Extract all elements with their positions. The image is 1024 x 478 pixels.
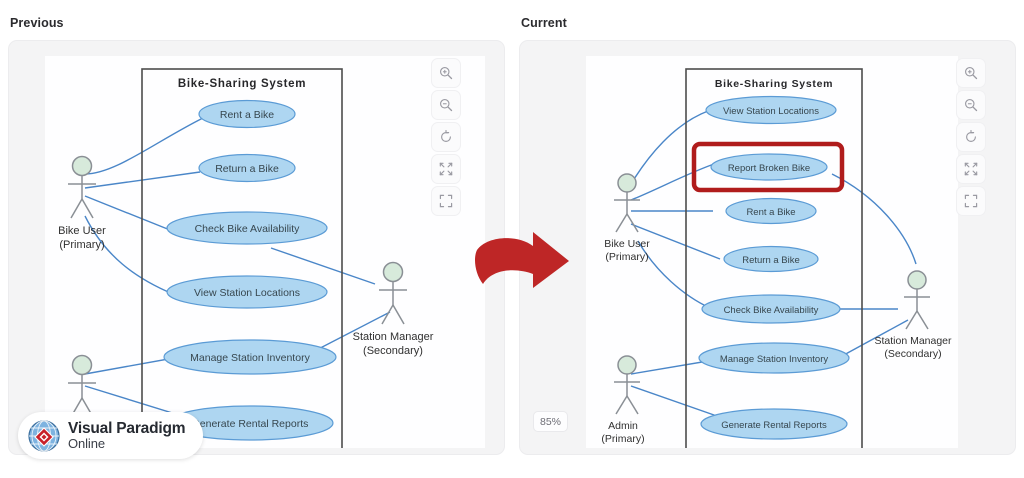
zoom-in-button[interactable] bbox=[956, 58, 986, 88]
use-case-view-station-locations: View Station Locations bbox=[705, 95, 837, 125]
zoom-out-button[interactable] bbox=[956, 90, 986, 120]
reset-button[interactable] bbox=[956, 122, 986, 152]
panel-label-previous: Previous bbox=[10, 16, 64, 30]
actor-station-manager[interactable] bbox=[904, 270, 930, 330]
assoc-bikeuser-check bbox=[637, 240, 711, 309]
diagram-toolbar-current bbox=[956, 58, 988, 216]
svg-text:Return a Bike: Return a Bike bbox=[215, 163, 279, 175]
svg-text:Rent a Bike: Rent a Bike bbox=[220, 109, 274, 121]
actor-label-station-manager: Station Manager bbox=[353, 331, 434, 343]
assoc-bikeuser-rent bbox=[84, 117, 204, 175]
use-case-check-bike-availability: Check Bike Availability bbox=[166, 211, 328, 245]
use-case-generate-rental-reports: Generate Rental Reports bbox=[700, 408, 848, 440]
actor-label-bike-user: Bike User bbox=[58, 225, 106, 237]
assoc-manage-stationmanager bbox=[841, 319, 909, 357]
fit-screen-button[interactable] bbox=[956, 154, 986, 184]
reset-icon bbox=[441, 130, 451, 142]
visual-paradigm-logo-icon bbox=[28, 419, 60, 452]
use-case-nodes[interactable]: Rent a Bike Return a Bike Check Bike Ava… bbox=[163, 99, 337, 441]
zoom-out-button[interactable] bbox=[431, 90, 461, 120]
panel-label-current: Current bbox=[521, 16, 567, 30]
panel-previous: Bike-Sharing System Rent a Bike Return a… bbox=[8, 40, 505, 455]
assoc-bikeuser-viewstation bbox=[84, 215, 174, 295]
actor-role-bike-user: (Primary) bbox=[605, 251, 648, 263]
use-case-generate-rental-reports: Generate Rental Reports bbox=[166, 405, 334, 441]
diagram-canvas-current[interactable]: Bike-Sharing System View Station Locatio… bbox=[586, 56, 958, 448]
svg-text:View Station Locations: View Station Locations bbox=[723, 106, 819, 117]
fit-screen-button[interactable] bbox=[431, 154, 461, 184]
assoc-bikeuser-check bbox=[84, 195, 176, 233]
uml-use-case-diagram-current: Bike-Sharing System View Station Locatio… bbox=[601, 68, 952, 448]
diagram-toolbar-previous bbox=[431, 58, 463, 216]
association-lines bbox=[630, 110, 917, 423]
use-case-rent-a-bike: Rent a Bike bbox=[725, 197, 817, 225]
svg-text:Generate Rental Reports: Generate Rental Reports bbox=[721, 420, 827, 431]
watermark-line-2: Online bbox=[68, 435, 105, 451]
zoom-in-icon bbox=[440, 67, 453, 80]
use-case-return-a-bike: Return a Bike bbox=[723, 245, 819, 273]
system-title: Bike-Sharing System bbox=[178, 78, 306, 90]
panel-current: Bike-Sharing System View Station Locatio… bbox=[519, 40, 1016, 455]
svg-text:Check Bike Availability: Check Bike Availability bbox=[195, 223, 301, 235]
svg-text:Report Broken Bike: Report Broken Bike bbox=[728, 163, 810, 174]
assoc-bikeuser-report bbox=[630, 163, 715, 201]
use-case-rent-a-bike: Rent a Bike bbox=[198, 99, 296, 129]
use-case-return-a-bike: Return a Bike bbox=[198, 153, 296, 183]
highlight-box-report-broken-bike bbox=[691, 141, 845, 193]
system-boundary-previous: Bike-Sharing System bbox=[141, 68, 343, 448]
actor-role-station-manager: (Secondary) bbox=[884, 348, 941, 360]
assoc-check-stationmanager bbox=[270, 247, 376, 285]
fit-screen-icon bbox=[439, 162, 453, 176]
actor-label-bike-user: Bike User bbox=[604, 238, 650, 250]
system-title: Bike-Sharing System bbox=[715, 78, 833, 90]
transition-arrow-icon bbox=[475, 232, 569, 288]
zoom-level-badge[interactable]: 85% bbox=[533, 411, 569, 432]
association-lines bbox=[84, 117, 391, 421]
use-case-check-bike-availability: Check Bike Availability bbox=[701, 294, 841, 324]
svg-text:Manage Station Inventory: Manage Station Inventory bbox=[190, 352, 310, 364]
svg-text:Return a Bike: Return a Bike bbox=[742, 255, 800, 266]
actor-label-station-manager: Station Manager bbox=[874, 335, 952, 347]
watermark-line-1: Visual Paradigm bbox=[68, 419, 186, 437]
svg-text:Manage Station Inventory: Manage Station Inventory bbox=[720, 354, 829, 365]
fullscreen-icon bbox=[964, 194, 978, 208]
diagram-canvas-previous[interactable]: Bike-Sharing System Rent a Bike Return a… bbox=[45, 56, 485, 448]
reset-icon bbox=[966, 130, 976, 142]
actor-bike-user[interactable] bbox=[614, 173, 640, 233]
svg-text:View Station Locations: View Station Locations bbox=[194, 287, 300, 299]
zoom-out-icon bbox=[965, 99, 978, 112]
assoc-bikeuser-return bbox=[630, 223, 721, 260]
system-boundary-current: Bike-Sharing System bbox=[685, 68, 863, 448]
actor-admin[interactable] bbox=[614, 355, 640, 415]
zoom-in-icon bbox=[965, 67, 978, 80]
zoom-out-icon bbox=[440, 99, 453, 112]
use-case-manage-station-inventory: Manage Station Inventory bbox=[698, 342, 850, 374]
svg-text:Generate Rental Reports: Generate Rental Reports bbox=[192, 418, 309, 430]
svg-text:Check Bike Availability: Check Bike Availability bbox=[724, 305, 819, 316]
uml-use-case-diagram-previous: Bike-Sharing System Rent a Bike Return a… bbox=[54, 68, 434, 448]
svg-text:Rent a Bike: Rent a Bike bbox=[746, 207, 795, 218]
reset-button[interactable] bbox=[431, 122, 461, 152]
assoc-report-stationmanager bbox=[831, 173, 917, 265]
fullscreen-icon bbox=[439, 194, 453, 208]
actor-role-bike-user: (Primary) bbox=[59, 239, 104, 251]
fit-screen-icon bbox=[964, 162, 978, 176]
use-case-manage-station-inventory: Manage Station Inventory bbox=[163, 339, 337, 375]
fullscreen-button[interactable] bbox=[956, 186, 986, 216]
actor-bike-user[interactable] bbox=[68, 155, 96, 219]
use-case-nodes[interactable]: View Station Locations Report Broken Bik… bbox=[698, 95, 850, 440]
actor-admin[interactable] bbox=[68, 354, 96, 418]
actor-station-manager[interactable] bbox=[379, 261, 407, 325]
actor-role-admin: (Primary) bbox=[601, 433, 644, 445]
zoom-in-button[interactable] bbox=[431, 58, 461, 88]
actor-label-admin: Admin bbox=[608, 420, 638, 432]
actor-role-station-manager: (Secondary) bbox=[363, 345, 423, 357]
use-case-report-broken-bike: Report Broken Bike bbox=[710, 153, 828, 181]
use-case-view-station-locations: View Station Locations bbox=[166, 275, 328, 309]
fullscreen-button[interactable] bbox=[431, 186, 461, 216]
visual-paradigm-watermark: Visual Paradigm Online bbox=[18, 412, 204, 459]
assoc-bikeuser-viewstation bbox=[630, 110, 709, 185]
